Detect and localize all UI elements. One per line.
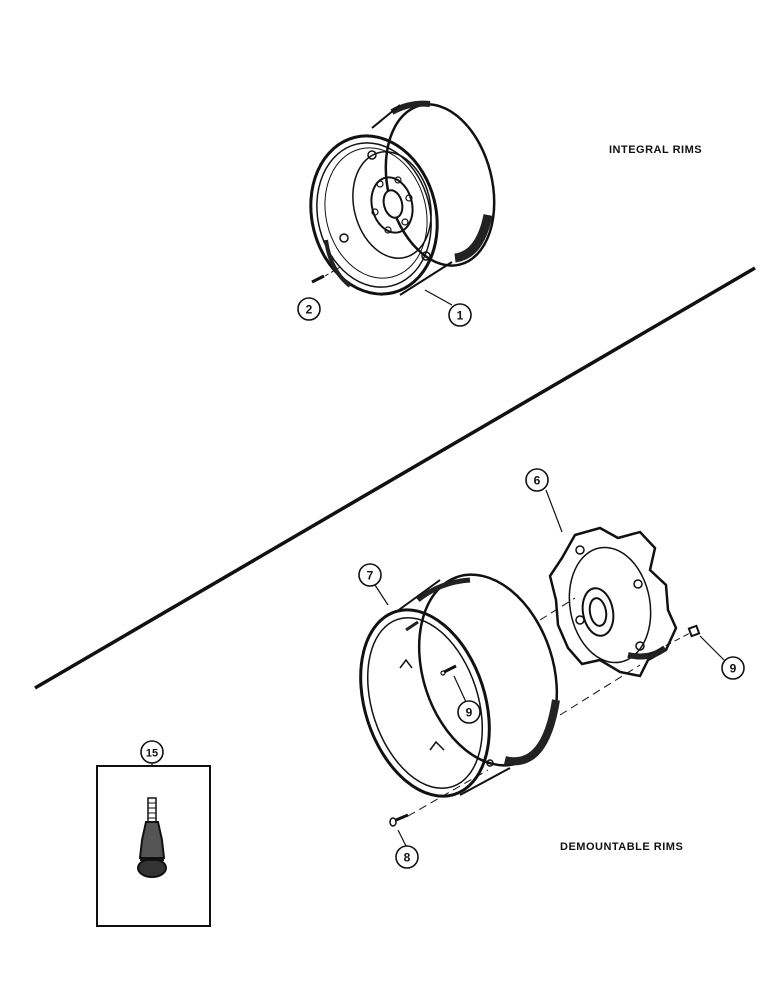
assembly-dash-lower — [559, 664, 641, 716]
svg-text:2: 2 — [306, 303, 313, 317]
svg-text:8: 8 — [404, 851, 411, 865]
assembly-dash-nut9 — [647, 632, 691, 656]
svg-text:9: 9 — [730, 662, 737, 676]
callout-9-inner: 9 — [457, 700, 481, 724]
leader-line-8 — [397, 829, 407, 847]
callout-15: 15 — [140, 740, 164, 764]
section-divider — [34, 266, 756, 690]
svg-text:6: 6 — [534, 474, 541, 488]
valve-stem-box — [96, 765, 211, 927]
svg-text:9: 9 — [466, 706, 473, 720]
callout-9-right: 9 — [721, 656, 745, 680]
svg-text:7: 7 — [367, 569, 374, 583]
assembly-dash-upper — [539, 597, 576, 621]
callout-1: 1 — [448, 303, 472, 327]
valve-bolt-part-2 — [311, 265, 343, 284]
callout-7: 7 — [358, 563, 382, 587]
bolt-part-8 — [389, 813, 409, 827]
leader-line-7 — [374, 584, 389, 606]
callout-2: 2 — [297, 297, 321, 321]
leader-line-6 — [545, 489, 563, 533]
integral-rims-label: INTEGRAL RIMS — [609, 144, 702, 156]
demountable-rims-label: DEMOUNTABLE RIMS — [560, 841, 683, 853]
svg-text:1: 1 — [457, 309, 464, 323]
nut-part-9 — [687, 624, 701, 638]
assembly-dash-bolt8 — [407, 769, 489, 817]
callout-8: 8 — [395, 845, 419, 869]
svg-text:15: 15 — [146, 748, 158, 760]
leader-line-9a — [453, 675, 467, 703]
demountable-rim-part-7 — [359, 573, 560, 798]
center-disc-part-6 — [548, 526, 678, 678]
leader-line-9b — [699, 635, 725, 661]
integral-rim-wheel — [309, 100, 496, 296]
leader-line-1 — [424, 289, 453, 306]
bolt-part-9-inner — [440, 664, 457, 676]
callout-6: 6 — [525, 468, 549, 492]
valve-stem-part-15 — [137, 797, 167, 878]
